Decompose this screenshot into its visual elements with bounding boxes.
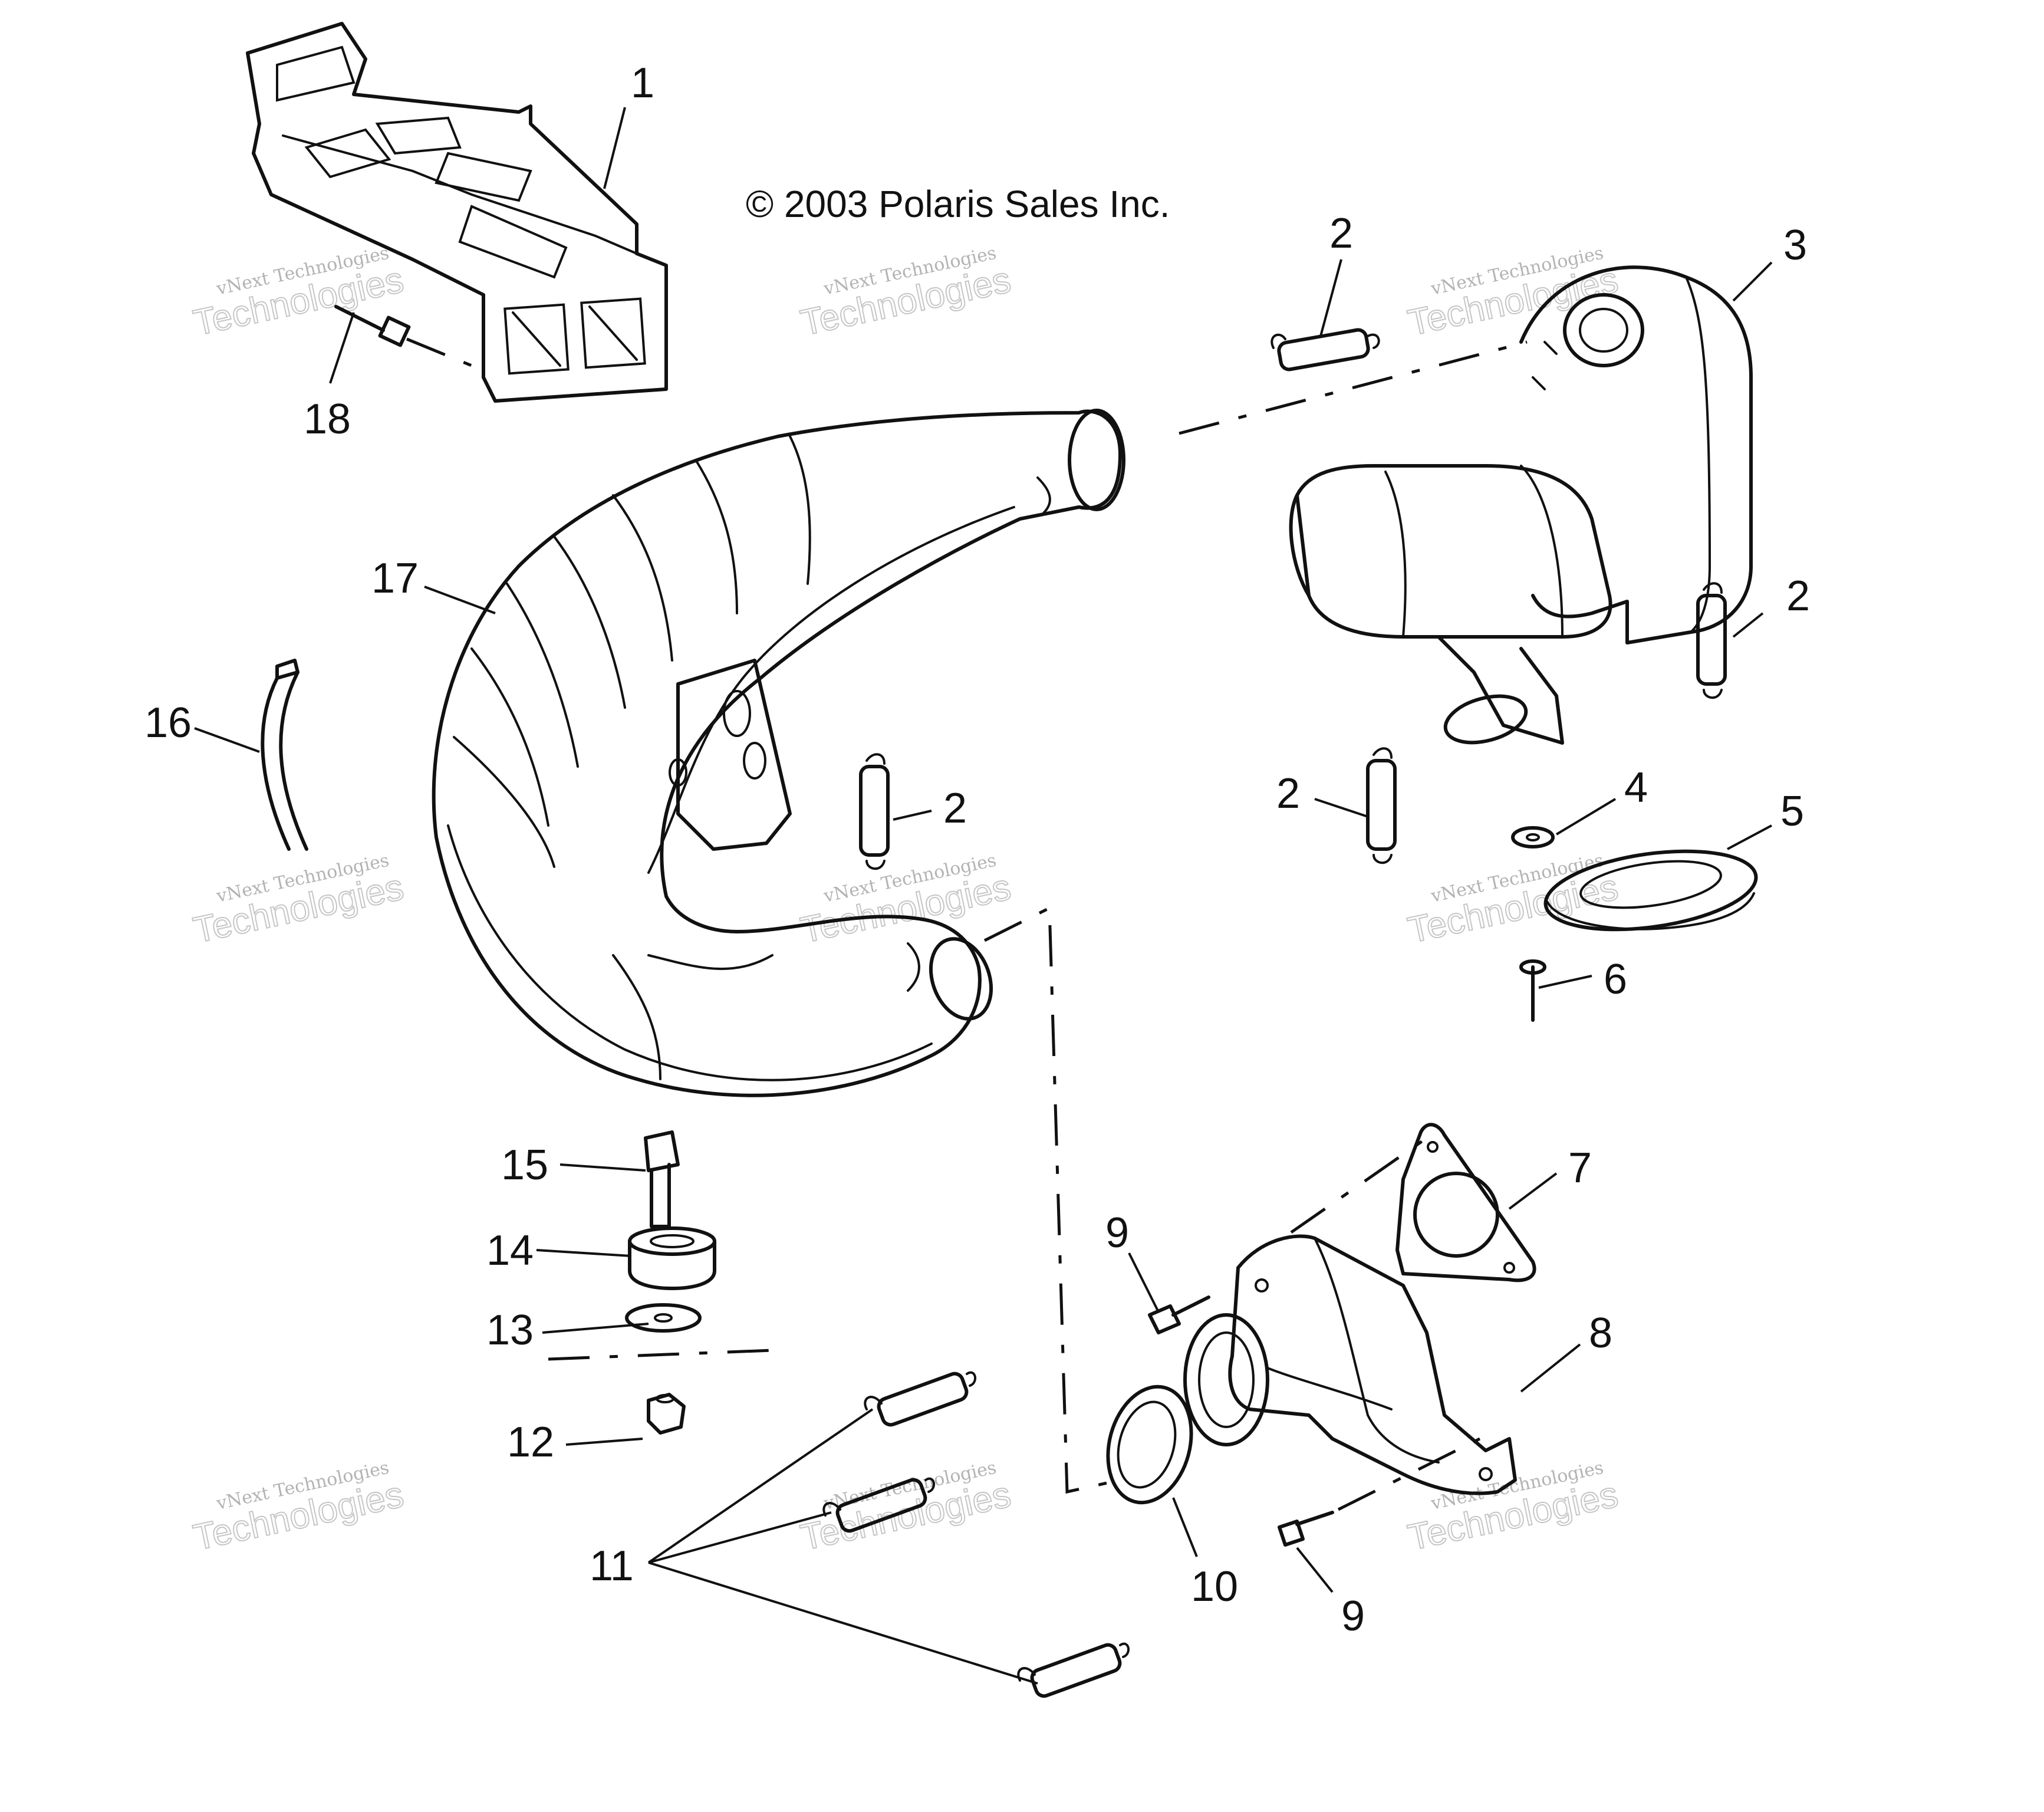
part-11-spring-lower	[1017, 1642, 1130, 1698]
part-2-spring-top	[1270, 328, 1380, 371]
callout-3: 3	[1783, 222, 1807, 269]
part-12-nut	[647, 1393, 686, 1435]
part-17-expansion-chamber	[432, 409, 1125, 1097]
callout-1: 1	[631, 60, 654, 107]
part-9-bolt-upper	[1148, 1295, 1210, 1334]
part-15-bolt	[644, 1130, 680, 1228]
copyright-text: © 2003 Polaris Sales Inc.	[746, 183, 1170, 225]
callout-12: 12	[507, 1419, 554, 1466]
callout-6: 6	[1604, 956, 1627, 1003]
callout-17: 17	[371, 555, 419, 602]
part-11-spring-upper	[864, 1371, 976, 1427]
callout-18: 18	[304, 396, 351, 443]
part-1-exhaust-bracket	[246, 22, 668, 403]
leader-lines	[194, 107, 1773, 1685]
callout-5: 5	[1780, 788, 1804, 835]
part-16-strap	[261, 659, 308, 851]
callout-11: 11	[590, 1543, 634, 1590]
part-18-bolt	[334, 305, 411, 347]
callout-2: 2	[1786, 573, 1810, 620]
part-5-grommet	[1543, 849, 1758, 932]
callout-2: 2	[943, 785, 967, 832]
part-3-muffler	[1289, 265, 1753, 745]
watermarks: vNext Technologies Technologies vNext Te…	[189, 243, 1622, 1559]
part-14-bushing	[628, 1226, 716, 1290]
part-6-rivet	[1519, 959, 1546, 1022]
callout-9: 9	[1105, 1209, 1129, 1257]
part-9-bolt-lower	[1278, 1511, 1334, 1547]
callout-10: 10	[1191, 1563, 1238, 1610]
callout-14: 14	[486, 1227, 534, 1274]
part-2-spring-center	[859, 753, 890, 870]
callout-2: 2	[1276, 770, 1300, 817]
callout-9: 9	[1341, 1593, 1365, 1640]
callout-15: 15	[501, 1142, 548, 1189]
part-13-washer	[625, 1303, 702, 1333]
centerline	[548, 1349, 773, 1361]
callout-4: 4	[1624, 764, 1648, 811]
part-8-exhaust-manifold	[1183, 1234, 1517, 1495]
callout-2: 2	[1329, 210, 1353, 257]
part-2-spring-right	[1696, 582, 1727, 699]
callout-7: 7	[1568, 1145, 1592, 1192]
part-2-spring-mid-right	[1366, 747, 1397, 864]
assembly-lines	[406, 337, 1528, 1511]
part-4-washer	[1511, 826, 1555, 849]
callout-13: 13	[486, 1307, 534, 1354]
callout-numbers: 1 2 3 2 2 2 4 5 6 7 8 9 9 10 11 12 13 14…	[144, 60, 1810, 1640]
callout-16: 16	[144, 699, 192, 746]
callout-8: 8	[1589, 1310, 1612, 1357]
part-7-gasket	[1395, 1123, 1536, 1282]
part-10-gasket-ring	[1106, 1385, 1193, 1505]
part-11-spring-middle	[822, 1477, 935, 1533]
